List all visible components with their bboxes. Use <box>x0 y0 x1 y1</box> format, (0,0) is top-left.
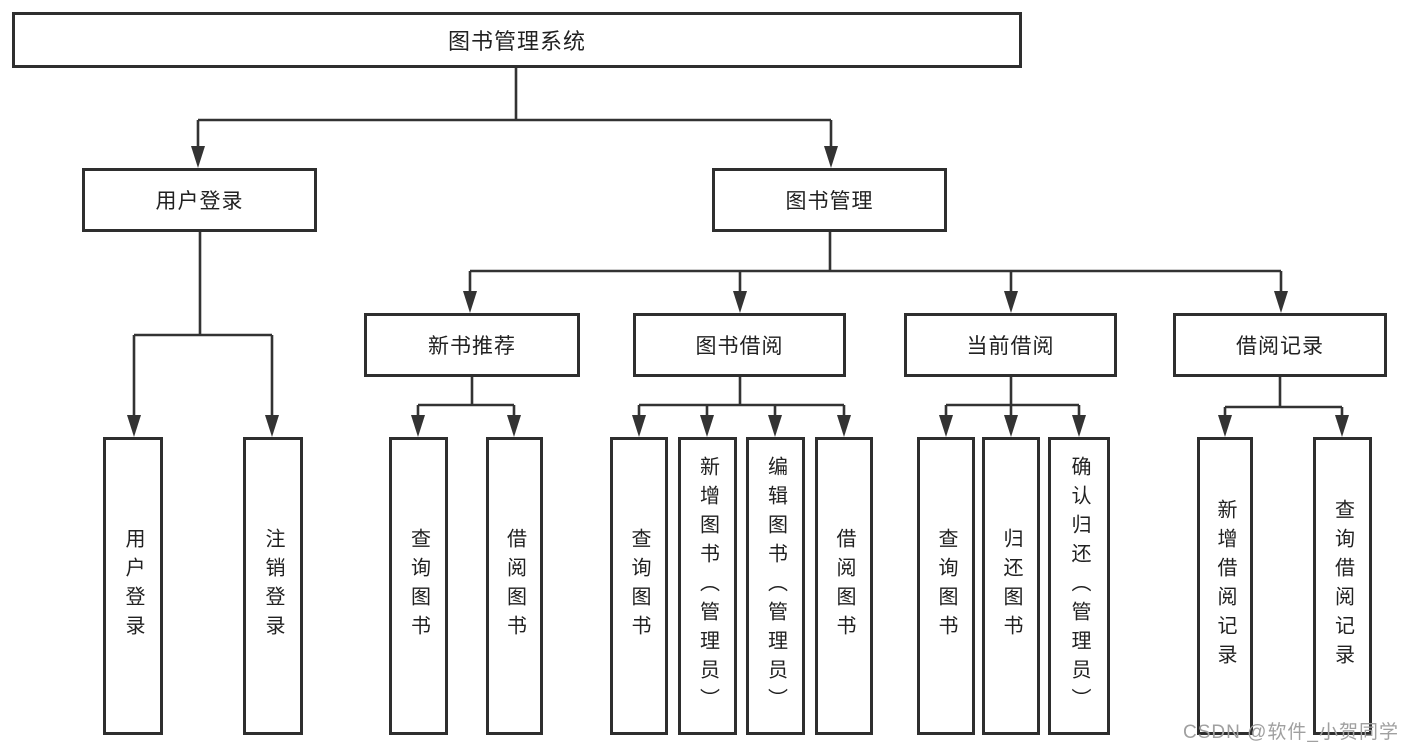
leaf-records-add-record: 新增借阅记录 <box>1197 437 1253 735</box>
connector-borrow-leaves <box>637 377 846 421</box>
leaf-current-confirm-return-admin: 确认归还（管理员） <box>1048 437 1110 735</box>
arrow-down-icon <box>411 415 425 437</box>
node-user-login-label: 用户登录 <box>155 190 244 213</box>
node-book-borrow: 图书借阅 <box>633 313 846 377</box>
leaf-records-add-record-label: 新增借阅记录 <box>1214 499 1236 673</box>
leaf-current-query-books-label: 查询图书 <box>935 528 957 644</box>
node-book-management: 图书管理 <box>712 168 947 232</box>
leaf-borrow-borrow-books-label: 借阅图书 <box>833 528 855 644</box>
arrow-down-icon <box>700 415 714 437</box>
node-borrow-records-label: 借阅记录 <box>1236 335 1324 358</box>
leaf-borrow-query-books: 查询图书 <box>610 437 668 735</box>
arrow-down-icon <box>191 146 205 168</box>
arrow-down-icon <box>837 415 851 437</box>
leaf-borrow-edit-books-admin: 编辑图书（管理员） <box>746 437 805 735</box>
arrow-down-icon <box>632 415 646 437</box>
connector-mgmt-level3 <box>468 232 1283 297</box>
leaf-logout: 注销登录 <box>243 437 303 735</box>
arrow-down-icon <box>127 415 141 437</box>
leaf-user-login: 用户登录 <box>103 437 163 735</box>
arrow-down-icon <box>939 415 953 437</box>
leaf-logout-label: 注销登录 <box>262 528 284 644</box>
node-borrow-records: 借阅记录 <box>1173 313 1387 377</box>
leaf-borrow-query-books-label: 查询图书 <box>628 528 650 644</box>
leaf-current-return-books-label: 归还图书 <box>1000 528 1022 644</box>
connector-login-leaves <box>132 232 274 421</box>
arrow-down-icon <box>768 415 782 437</box>
arrow-down-icon <box>1274 291 1288 313</box>
connector-records-leaves <box>1223 377 1344 421</box>
arrowheads <box>127 146 1349 437</box>
arrow-down-icon <box>507 415 521 437</box>
leaf-current-confirm-return-admin-label: 确认归还（管理员） <box>1068 455 1090 717</box>
leaf-recommend-borrow-books: 借阅图书 <box>486 437 543 735</box>
leaf-recommend-query-books: 查询图书 <box>389 437 448 735</box>
arrow-down-icon <box>733 291 747 313</box>
leaf-records-query-record-label: 查询借阅记录 <box>1331 499 1354 673</box>
node-user-login: 用户登录 <box>82 168 317 232</box>
leaf-borrow-add-books-admin: 新增图书（管理员） <box>678 437 737 735</box>
leaf-current-query-books: 查询图书 <box>917 437 975 735</box>
leaf-recommend-query-books-label: 查询图书 <box>407 528 430 644</box>
csdn-watermark: CSDN @软件_小贺同学 <box>1183 722 1399 743</box>
arrow-down-icon <box>1218 415 1232 437</box>
node-book-borrow-label: 图书借阅 <box>695 335 784 358</box>
node-current-borrow-label: 当前借阅 <box>966 335 1055 358</box>
arrow-down-icon <box>824 146 838 168</box>
arrow-down-icon <box>1004 291 1018 313</box>
leaf-user-login-label: 用户登录 <box>122 528 144 644</box>
arrow-down-icon <box>1004 415 1018 437</box>
leaf-records-query-record: 查询借阅记录 <box>1313 437 1372 735</box>
arrow-down-icon <box>1335 415 1349 437</box>
arrow-down-icon <box>1072 415 1086 437</box>
leaf-borrow-add-books-admin-label: 新增图书（管理员） <box>696 455 719 717</box>
connector-root-level2 <box>196 68 833 150</box>
node-book-management-label: 图书管理 <box>785 190 874 213</box>
arrow-down-icon <box>463 291 477 313</box>
connector-current-leaves <box>944 377 1081 421</box>
leaf-recommend-borrow-books-label: 借阅图书 <box>503 528 526 644</box>
node-new-book-recommend-label: 新书推荐 <box>428 335 516 358</box>
connector-recommend-leaves <box>416 377 516 421</box>
leaf-borrow-borrow-books: 借阅图书 <box>815 437 873 735</box>
leaf-current-return-books: 归还图书 <box>982 437 1040 735</box>
arrow-down-icon <box>265 415 279 437</box>
node-current-borrow: 当前借阅 <box>904 313 1117 377</box>
node-root: 图书管理系统 <box>12 12 1022 68</box>
node-root-label: 图书管理系统 <box>447 29 586 54</box>
leaf-borrow-edit-books-admin-label: 编辑图书（管理员） <box>764 455 787 717</box>
node-new-book-recommend: 新书推荐 <box>364 313 580 377</box>
